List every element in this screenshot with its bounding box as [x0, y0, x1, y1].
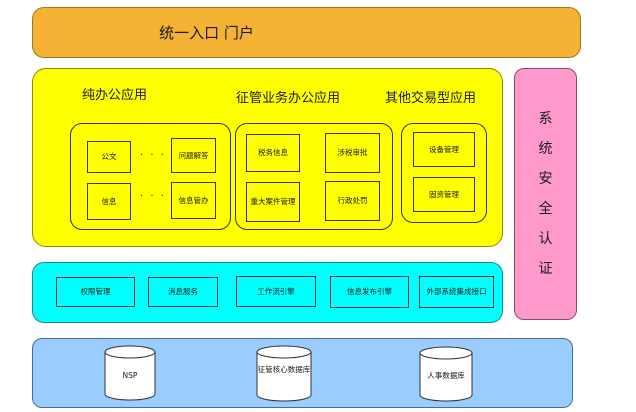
security-char: 统 [538, 141, 553, 157]
service-workflow-engine: 工作流引擎 [236, 276, 316, 307]
database-icon [256, 345, 312, 402]
database-label: NSP [122, 371, 138, 380]
database-nsp: NSP [104, 345, 156, 401]
database-tax-core: 征管核心数据库 [256, 345, 312, 402]
security-char: 证 [538, 261, 553, 277]
tax-item-tax-info: 税务信息 [246, 134, 300, 172]
service-messaging: 消息服务 [148, 277, 218, 307]
tax-item-major-cases: 重大案件管理 [246, 182, 300, 222]
office-item-information: 信息 [87, 183, 131, 220]
database-icon [104, 345, 156, 401]
tax-item-approval: 涉税审批 [325, 133, 380, 173]
unified-portal-bar: 统一入口 门户 [32, 7, 581, 58]
tax-item-penalty: 行政处罚 [325, 181, 380, 221]
database-label: 人事数据库 [427, 371, 465, 380]
portal-title: 统一入口 门户 [159, 24, 254, 42]
office-item-document: 公文 [87, 141, 131, 173]
service-external-integration: 外部系统集成接口 [419, 276, 494, 308]
tax-office-apps-title: 征管业务办公应用 [236, 91, 341, 106]
security-char: 全 [538, 201, 553, 217]
security-char: 认 [538, 231, 553, 247]
database-hr: 人事数据库 [419, 346, 473, 402]
office-ellipsis-bottom: · · · [140, 191, 166, 202]
database-icon [419, 346, 473, 402]
transaction-item-fixed-assets: 固资管理 [413, 177, 475, 212]
security-char: 安 [538, 171, 553, 187]
office-item-info-management: 信息管办 [171, 182, 216, 219]
transaction-apps-title: 其他交易型应用 [385, 91, 477, 106]
office-ellipsis-top: · · · [140, 150, 166, 161]
service-publishing-engine: 信息发布引擎 [330, 276, 409, 308]
transaction-item-equipment: 设备管理 [413, 132, 475, 167]
office-apps-title: 纯办公应用 [82, 88, 148, 103]
office-item-qa: 问题解答 [171, 138, 216, 173]
system-security-auth: 系 统 安 全 认 证 [514, 68, 577, 320]
database-label: 征管核心数据库 [257, 365, 311, 374]
security-char: 系 [538, 111, 553, 127]
service-permissions: 权限管理 [56, 277, 135, 307]
